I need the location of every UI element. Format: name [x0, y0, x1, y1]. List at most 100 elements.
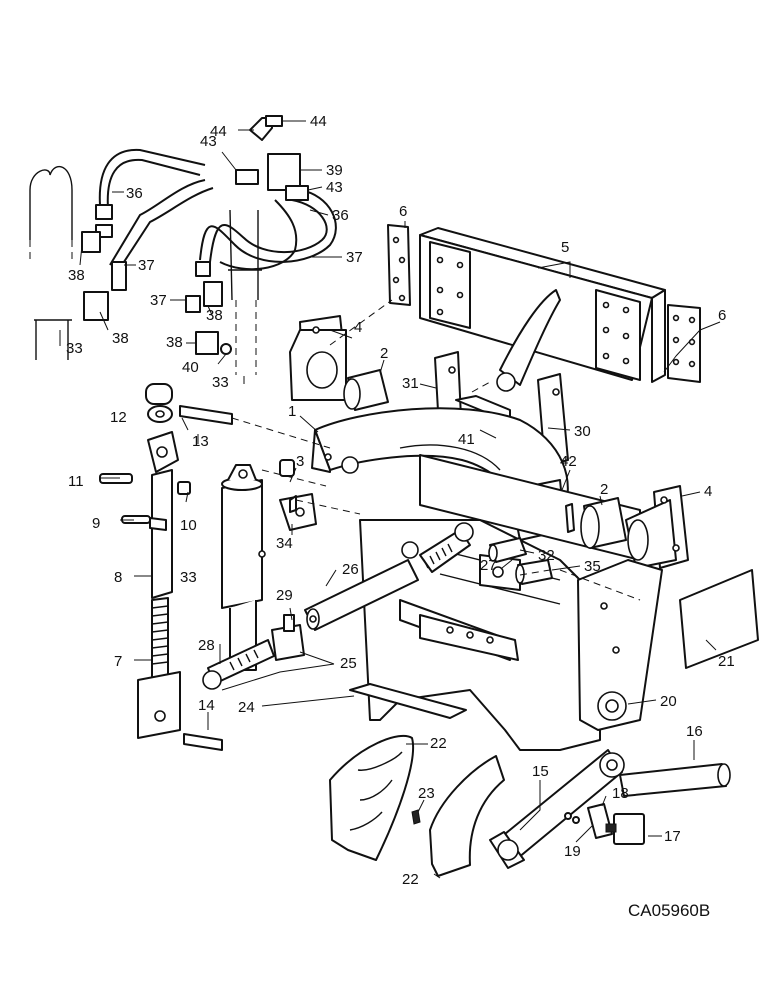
fitting-38-left-bottom — [83, 291, 109, 321]
callout-7: 7 — [114, 653, 122, 670]
callout-39: 39 — [326, 162, 343, 179]
callout-22-b: 22 — [402, 871, 419, 888]
sensor-17 — [605, 813, 645, 845]
bracket-18 — [587, 803, 613, 839]
plate-6-left — [387, 224, 411, 306]
tee-29 — [271, 614, 305, 661]
callout-18: 18 — [612, 785, 629, 802]
callout-37-c: 37 — [150, 292, 167, 309]
lift-link-26 — [304, 522, 474, 631]
lift-cylinder-ghost-left — [29, 165, 73, 360]
callout-9: 9 — [92, 515, 100, 532]
callout-14: 14 — [198, 697, 215, 714]
fitting-37-center-a — [195, 261, 211, 277]
lift-cylinder-ghost-center — [228, 209, 262, 375]
seal-40 — [220, 343, 232, 355]
callout-38-a: 38 — [68, 267, 85, 284]
pin-13 — [179, 405, 233, 425]
manifold-block-39 — [267, 153, 301, 191]
fitting-38-center-a — [203, 281, 223, 307]
diagram-code: CA05960B — [628, 901, 710, 920]
callout-30: 30 — [574, 423, 591, 440]
callout-6-b: 6 — [718, 307, 726, 324]
callout-2-b: 2 — [600, 481, 608, 498]
callout-32: 32 — [538, 547, 555, 564]
cross-beam-5 — [419, 227, 666, 383]
pin-16 — [619, 763, 731, 797]
callout-21: 21 — [718, 653, 735, 670]
plate-6-right — [667, 304, 701, 383]
fitting-43a — [235, 169, 259, 185]
callout-16: 16 — [686, 723, 703, 740]
callout-38-b: 38 — [206, 307, 223, 324]
callout-34: 34 — [276, 535, 293, 552]
nut-36-left — [95, 204, 113, 220]
callout-38-d: 38 — [166, 334, 183, 351]
screw-19-b — [572, 816, 580, 824]
side-casting-20 — [577, 559, 663, 731]
mounting-bracket-4-left — [289, 315, 347, 401]
callout-40: 40 — [182, 359, 199, 376]
callout-36-a: 36 — [126, 185, 143, 202]
bracket-34 — [279, 493, 317, 531]
callout-37-b: 37 — [346, 249, 363, 266]
callout-17: 17 — [664, 828, 681, 845]
cam-plate-22-left — [329, 734, 414, 861]
callout-31: 31 — [402, 375, 419, 392]
callout-44-b: 44 — [210, 123, 227, 140]
fitting-37-left — [111, 261, 127, 291]
callout-13: 13 — [192, 433, 209, 450]
pin-14 — [183, 733, 223, 751]
callout-27: 27 — [480, 557, 497, 574]
callout-43-a: 43 — [200, 133, 217, 150]
callout-37-a: 37 — [138, 257, 155, 274]
callout-12: 12 — [110, 409, 127, 426]
callout-4-a: 4 — [354, 319, 362, 336]
lift-cylinder-33 — [221, 464, 266, 671]
main-frame-casting — [359, 519, 601, 751]
cam-plate-22-right — [429, 755, 505, 877]
screw-19-a — [564, 812, 572, 820]
callout-4-b: 4 — [704, 483, 712, 500]
callout-22-a: 22 — [430, 735, 447, 752]
callout-25: 25 — [340, 655, 357, 672]
plate-24 — [349, 683, 467, 719]
callout-24: 24 — [238, 699, 255, 716]
bushing-12 — [145, 383, 173, 423]
fitting-3 — [279, 459, 295, 477]
clip-10 — [177, 481, 191, 495]
hydraulic-lines — [81, 115, 337, 355]
callout-41: 41 — [458, 431, 475, 448]
assembly-centerlines — [231, 299, 641, 601]
bushing-2-right — [580, 497, 627, 549]
adjuster-arm-28 — [202, 639, 275, 690]
callout-33-a: 33 — [66, 340, 83, 357]
callout-3: 3 — [296, 453, 304, 470]
callout-15: 15 — [532, 763, 549, 780]
lift-rod-assembly — [137, 431, 181, 739]
callout-28: 28 — [198, 637, 215, 654]
callout-43-b: 43 — [326, 179, 343, 196]
callout-20: 20 — [660, 693, 677, 710]
seal-42 — [565, 503, 575, 533]
callout-44-a: 44 — [310, 113, 327, 130]
fitting-38-center-b — [195, 331, 219, 355]
lower-link-15 — [489, 749, 625, 869]
callout-33-c: 33 — [180, 569, 197, 586]
callout-10: 10 — [180, 517, 197, 534]
callout-leaders — [59, 120, 721, 879]
rocker-arm — [496, 289, 561, 392]
mounting-bracket-4-right — [625, 485, 689, 569]
plate-21 — [679, 569, 759, 669]
elbow-44b — [265, 115, 283, 127]
callout-2-a: 2 — [380, 345, 388, 362]
callout-23: 23 — [418, 785, 435, 802]
fitting-37-center-b — [185, 295, 201, 313]
callout-5: 5 — [561, 239, 569, 256]
callout-19: 19 — [564, 843, 581, 860]
fitting-38-left-top — [81, 231, 101, 253]
fitting-43b — [285, 185, 309, 201]
callout-11: 11 — [68, 473, 84, 490]
callout-33-b: 33 — [212, 374, 229, 391]
